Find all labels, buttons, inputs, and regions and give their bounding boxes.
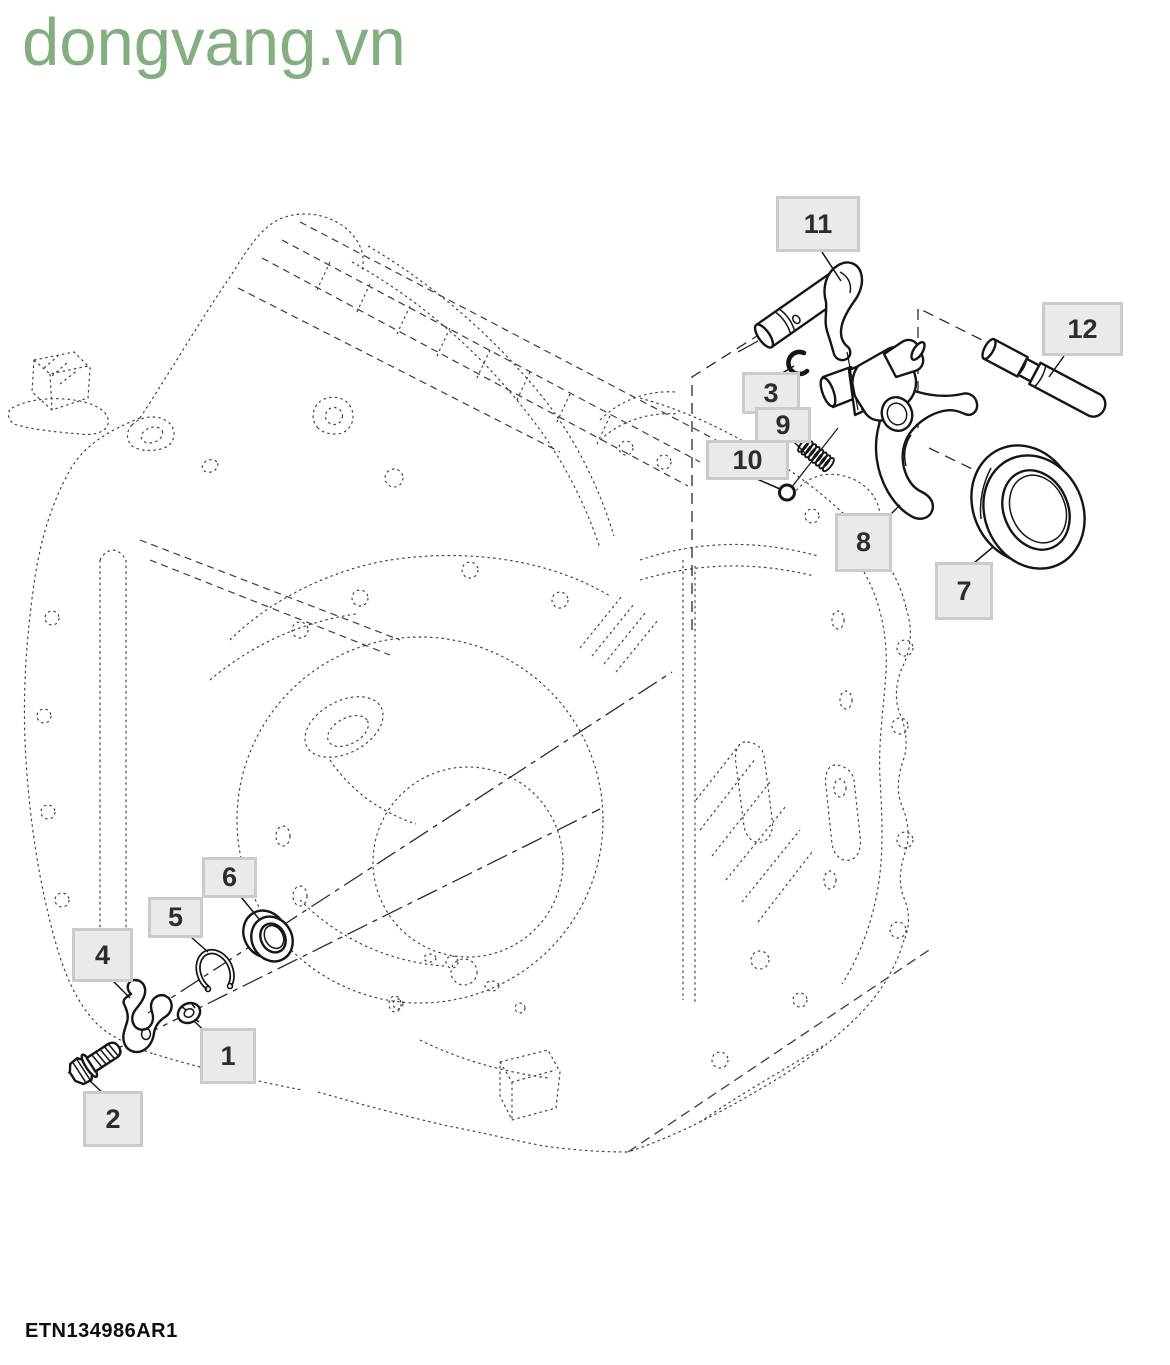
axis-centerlines bbox=[67, 671, 673, 1074]
callout-12[interactable]: 12 bbox=[1042, 302, 1123, 356]
detent-pin-part-12 bbox=[981, 337, 1107, 418]
retainer-clip-part-4 bbox=[122, 978, 173, 1054]
callout-3[interactable]: 3 bbox=[742, 372, 800, 414]
callout-leader-lines bbox=[88, 251, 1065, 1098]
callout-1[interactable]: 1 bbox=[200, 1028, 256, 1084]
callout-10[interactable]: 10 bbox=[706, 440, 789, 480]
detent-ball-part-10 bbox=[778, 483, 796, 502]
oil-seal-part-6 bbox=[242, 909, 294, 963]
callout-11[interactable]: 11 bbox=[776, 196, 860, 252]
callout-5[interactable]: 5 bbox=[148, 897, 203, 938]
snap-ring-part-3 bbox=[786, 349, 810, 377]
shift-fork-part-8 bbox=[819, 338, 979, 520]
shift-shaft-part-11 bbox=[737, 261, 864, 411]
callout-7[interactable]: 7 bbox=[935, 562, 993, 620]
seal-ring-part-7 bbox=[970, 444, 1086, 570]
callout-4[interactable]: 4 bbox=[72, 928, 133, 982]
callout-8[interactable]: 8 bbox=[835, 513, 892, 572]
hex-bolt-part-2 bbox=[68, 1041, 122, 1086]
snap-ring-part-5 bbox=[195, 948, 235, 993]
callout-9[interactable]: 9 bbox=[755, 407, 811, 443]
drawing-code: ETN134986AR1 bbox=[25, 1320, 178, 1342]
detent-spring-part-9 bbox=[790, 427, 839, 489]
lock-washer-part-1 bbox=[176, 1001, 202, 1025]
site-watermark: dongvang.vn bbox=[22, 5, 406, 80]
callout-6[interactable]: 6 bbox=[202, 857, 257, 898]
callout-2[interactable]: 2 bbox=[83, 1091, 143, 1147]
